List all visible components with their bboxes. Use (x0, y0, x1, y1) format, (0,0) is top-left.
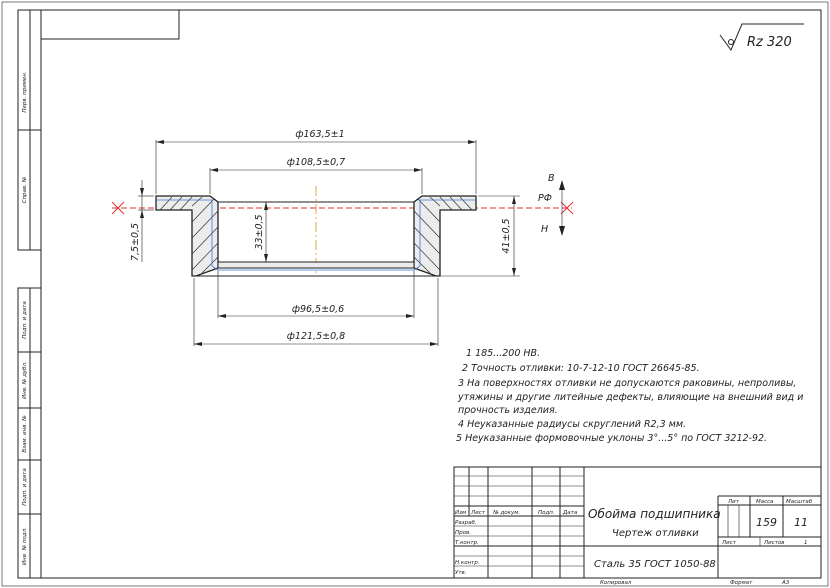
dim-h-total-text: 41±0,5 (501, 218, 512, 253)
note-3b: утяжины и другие литейные дефекты, влияю… (457, 392, 803, 403)
title-block: Изм Лист № докум. Подп. Дата Разраб. Про… (453, 466, 822, 579)
tb-doc-type: Чертеж отливки (612, 528, 699, 539)
hatch-right (413, 196, 473, 274)
wall-left (155, 195, 219, 277)
base-ring (217, 261, 415, 269)
parting-label-mid: РФ (538, 193, 552, 204)
drawing-frame (40, 9, 822, 579)
note-3a: 3 На поверхностях отливки не допускаются… (458, 378, 796, 389)
copied-label: Копировал (600, 580, 632, 586)
format-value: А3 (781, 580, 790, 586)
parting-direction: В РФ Н (538, 173, 565, 236)
side-label-repl-inv: Взам. инв. № (22, 415, 28, 453)
dim-d-top-inner: ф108,5±0,7 (209, 157, 423, 194)
tb-sheet-label: Лист (721, 540, 737, 546)
tb-mass-value: 159 (756, 516, 777, 529)
note-4: 4 Неуказанные радиусы скруглений R2,3 мм… (458, 419, 686, 430)
note-5: 5 Неуказанные формовочные уклоны 3°...5°… (456, 433, 767, 444)
tb-mass-label: Масса (756, 499, 774, 505)
format-label: Формат (730, 580, 753, 586)
side-label-orig-inv: Инв. № подл. (22, 527, 28, 565)
technical-notes: 1 185...200 НВ. 2 Точность отливки: 10-7… (456, 348, 803, 444)
tb-col-doc: № докум. (492, 510, 520, 516)
tb-col-date: Дата (562, 510, 578, 516)
parting-mark-left (111, 201, 125, 215)
tb-role-ncontrol: Н.контр. (455, 560, 480, 566)
tb-role-developer: Разраб. (455, 520, 477, 526)
tb-col-sign: Подп. (538, 510, 555, 516)
roughness-symbol: Rz 320 (719, 23, 804, 52)
tb-col-izm: Изм (455, 510, 466, 516)
tb-sheets-label: Листов (763, 540, 785, 546)
wall-right (413, 195, 477, 277)
tb-role-approver: Утв. (455, 570, 467, 576)
tb-scale-value: 11 (794, 516, 808, 529)
dim-h-flange: 7,5±0,5 (130, 180, 154, 262)
side-label-ref: Справ. № (22, 176, 28, 203)
dim-h-inner: 33±0,5 (254, 202, 268, 262)
side-label-dup-inv: Инв. № дубл. (22, 361, 28, 399)
dim-d-bottom-outer-text: ф121,5±0,8 (287, 331, 345, 342)
dim-h-flange-text: 7,5±0,5 (130, 223, 141, 261)
dim-d-flange: ф163,5±1 (155, 129, 477, 194)
dim-d-bottom-inner-text: ф96,5±0,6 (292, 304, 344, 315)
dim-d-bottom-outer: ф121,5±0,8 (193, 278, 439, 346)
finish-contour-left (156, 199, 219, 271)
tb-material: Сталь 35 ГОСТ 1050-88 (594, 559, 716, 570)
side-label-sign-date-1: Подп. и дата (22, 301, 28, 339)
tb-col-list: Лист (470, 510, 486, 516)
tb-part-name: Обойма подшипника (588, 507, 721, 521)
tb-role-tcontrol: Т.контр. (455, 540, 479, 546)
side-label-sign-date-2: Подп. и дата (22, 468, 28, 506)
parting-label-top: В (548, 173, 555, 184)
side-label-first-use: Перв. примен. (22, 71, 28, 113)
tb-scale-label: Масштаб (786, 499, 813, 505)
top-code-box (40, 9, 180, 40)
tb-lit-label: Лит (727, 499, 740, 505)
dim-d-top-inner-text: ф108,5±0,7 (287, 157, 345, 168)
parting-label-bottom: Н (541, 224, 548, 235)
parting-mark-right (560, 201, 574, 215)
dim-h-inner-text: 33±0,5 (254, 214, 265, 249)
note-1: 1 185...200 НВ. (466, 348, 540, 359)
tb-sheets-value: 1 (804, 540, 808, 546)
dim-d-flange-text: ф163,5±1 (295, 129, 344, 140)
part-section (111, 186, 574, 277)
finish-contour-right (413, 199, 476, 271)
dim-h-total: 41±0,5 (440, 195, 520, 277)
roughness-value: Rz 320 (747, 35, 792, 50)
note-3c: прочность изделия. (458, 405, 558, 416)
dim-d-bottom-inner: ф96,5±0,6 (217, 270, 415, 318)
note-2: 2 Точность отливки: 10-7-12-10 ГОСТ 2664… (462, 363, 700, 374)
tb-role-checker: Пров. (455, 530, 471, 536)
hatch-left (159, 196, 219, 274)
side-stamp: Перв. примен. Справ. № Подп. и дата Инв.… (17, 9, 42, 579)
